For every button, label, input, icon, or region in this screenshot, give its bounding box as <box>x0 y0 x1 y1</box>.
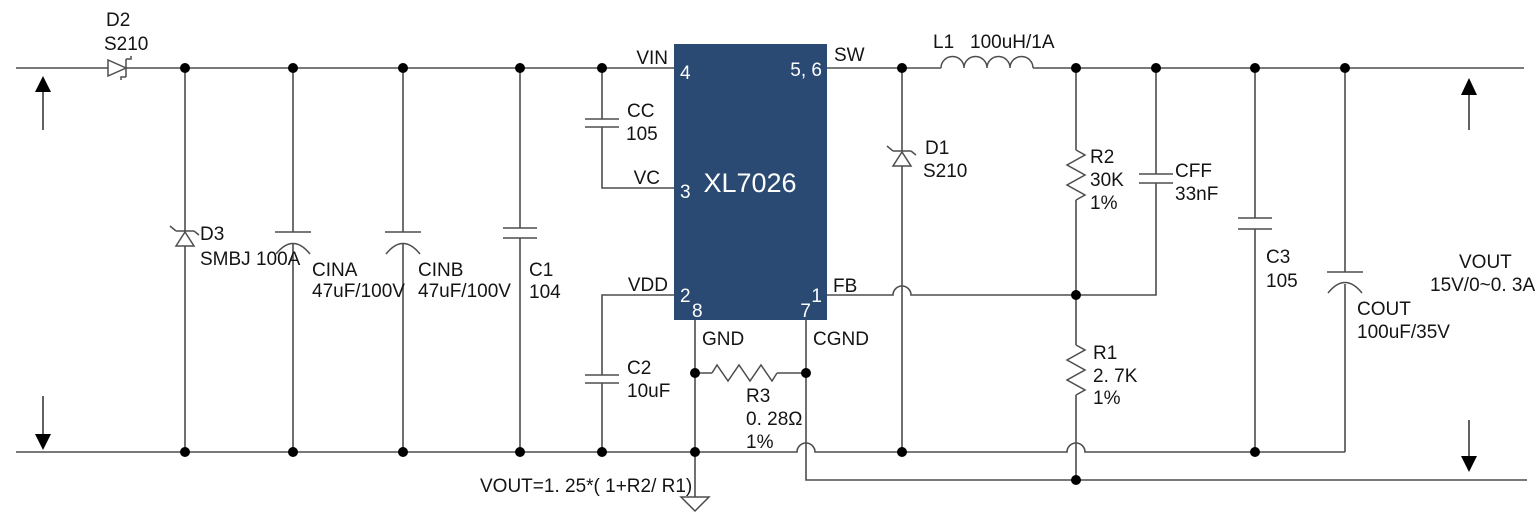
ic-pin-label-cgnd: CGND <box>813 329 869 350</box>
ic-pin-number-7: 7 <box>800 301 811 322</box>
ic-body <box>674 44 827 320</box>
diode-d2-ref: D2 <box>106 10 130 31</box>
resistor-r2-tolerance: 1% <box>1090 193 1118 214</box>
resistor-r3-tolerance: 1% <box>746 432 774 453</box>
output-spec: VOUT 15V/0~0. 3A <box>1430 252 1535 296</box>
ic-pin-label-fb: FB <box>833 276 857 297</box>
capacitor-c2-ref: C2 <box>627 358 651 379</box>
input-positive-arrow <box>35 76 51 130</box>
capacitor-cff-value: 33nF <box>1175 184 1218 205</box>
resistor-r1-tolerance: 1% <box>1093 388 1121 409</box>
diode-d2-value: S210 <box>104 34 148 55</box>
resistor-r1: R1 2. 7K 1% <box>1065 343 1138 409</box>
inductor-l1-value: 100uH/1A <box>970 32 1055 53</box>
capacitor-c3: C3 105 <box>1238 217 1298 292</box>
capacitor-c2: C2 10uF <box>585 358 670 402</box>
diode-d1-symbol <box>891 150 913 167</box>
ic-pin-label-sw: SW <box>834 45 865 66</box>
capacitor-cinb-value: 47uF/100V <box>418 281 511 302</box>
ic-pin-label-gnd: GND <box>702 329 744 350</box>
resistor-r3-value: 0. 28Ω <box>746 409 802 430</box>
capacitor-c1-ref: C1 <box>529 260 553 281</box>
resistor-r1-value: 2. 7K <box>1093 366 1138 387</box>
resistor-r2-value: 30K <box>1090 170 1124 191</box>
capacitor-cout-ref: COUT <box>1357 299 1411 320</box>
capacitor-cff-ref: CFF <box>1175 161 1212 182</box>
ic-pin-label-vc: VC <box>634 168 660 189</box>
capacitor-cff: CFF 33nF <box>1139 161 1218 205</box>
capacitor-c2-value: 10uF <box>627 381 670 402</box>
ic-pin-label-vin: VIN <box>636 48 668 69</box>
ic-pin-number-8: 8 <box>692 301 703 322</box>
diode-d2-symbol <box>107 58 128 78</box>
ic-pin-label-vdd: VDD <box>628 275 668 296</box>
capacitor-cc-value: 105 <box>626 124 658 145</box>
resistor-r3: R3 0. 28Ω 1% <box>711 363 802 453</box>
output-name: VOUT <box>1459 252 1512 273</box>
inductor-l1: L1 100uH/1A <box>933 32 1055 69</box>
capacitor-c1-value: 104 <box>529 282 561 303</box>
resistor-r2: R2 30K 1% <box>1065 147 1124 214</box>
capacitor-c1: C1 104 <box>503 227 561 303</box>
resistor-r1-ref: R1 <box>1093 343 1117 364</box>
resistor-r3-ref: R3 <box>746 386 770 407</box>
wire-vdd-c2-branch <box>601 294 674 452</box>
resistor-r2-ref: R2 <box>1090 147 1114 168</box>
output-positive-arrow <box>1461 78 1477 130</box>
diode-d2: D2 S210 <box>104 10 148 80</box>
output-negative-arrow <box>1461 420 1477 472</box>
diode-d3-ref: D3 <box>200 224 224 245</box>
diode-d1-value: S210 <box>923 161 967 182</box>
ic-pin-number-1: 1 <box>811 286 822 307</box>
ic-pin-number-5-6: 5, 6 <box>790 60 822 81</box>
diode-d1-ref: D1 <box>925 138 949 159</box>
inductor-l1-ref: L1 <box>933 32 954 53</box>
vout-formula: VOUT=1. 25*( 1+R2/ R1) <box>480 476 692 497</box>
diode-d3-value: SMBJ 100A <box>200 249 301 270</box>
capacitor-cina-ref: CINA <box>312 260 358 281</box>
capacitor-cout: COUT 100uF/35V <box>1327 271 1450 343</box>
output-rating: 15V/0~0. 3A <box>1430 275 1535 296</box>
capacitor-c3-value: 105 <box>1266 271 1298 292</box>
ic-xl7026: XL7026 4 5, 6 3 2 8 1 7 VIN SW VC VDD FB… <box>628 44 869 350</box>
diode-d1: D1 S210 <box>886 138 967 182</box>
capacitor-cout-value: 100uF/35V <box>1357 322 1450 343</box>
junction-dots <box>180 63 1350 485</box>
capacitor-cina-value: 47uF/100V <box>312 281 405 302</box>
diode-d3-symbol <box>174 230 196 247</box>
wire-bottom-rail <box>16 442 1345 453</box>
capacitor-cinb: CINB 47uF/100V <box>385 231 511 302</box>
capacitor-cinb-ref: CINB <box>418 260 463 281</box>
capacitor-cina: CINA 47uF/100V <box>275 231 405 302</box>
ground-symbol <box>679 496 711 513</box>
ic-part-number: XL7026 <box>703 168 796 198</box>
ic-pin-number-3: 3 <box>680 182 691 203</box>
wire-fb-line <box>827 183 1157 296</box>
ic-pin-number-4: 4 <box>680 63 691 84</box>
capacitor-c3-ref: C3 <box>1266 247 1290 268</box>
capacitor-cc: CC 105 <box>585 101 658 145</box>
input-negative-arrow <box>35 396 51 450</box>
wire-cc-vc-branch <box>601 68 674 189</box>
wire-cgnd-return <box>805 320 1527 481</box>
ic-pin-number-2: 2 <box>680 286 691 307</box>
capacitor-cc-ref: CC <box>627 101 654 122</box>
diode-d3: D3 SMBJ 100A <box>169 224 301 270</box>
